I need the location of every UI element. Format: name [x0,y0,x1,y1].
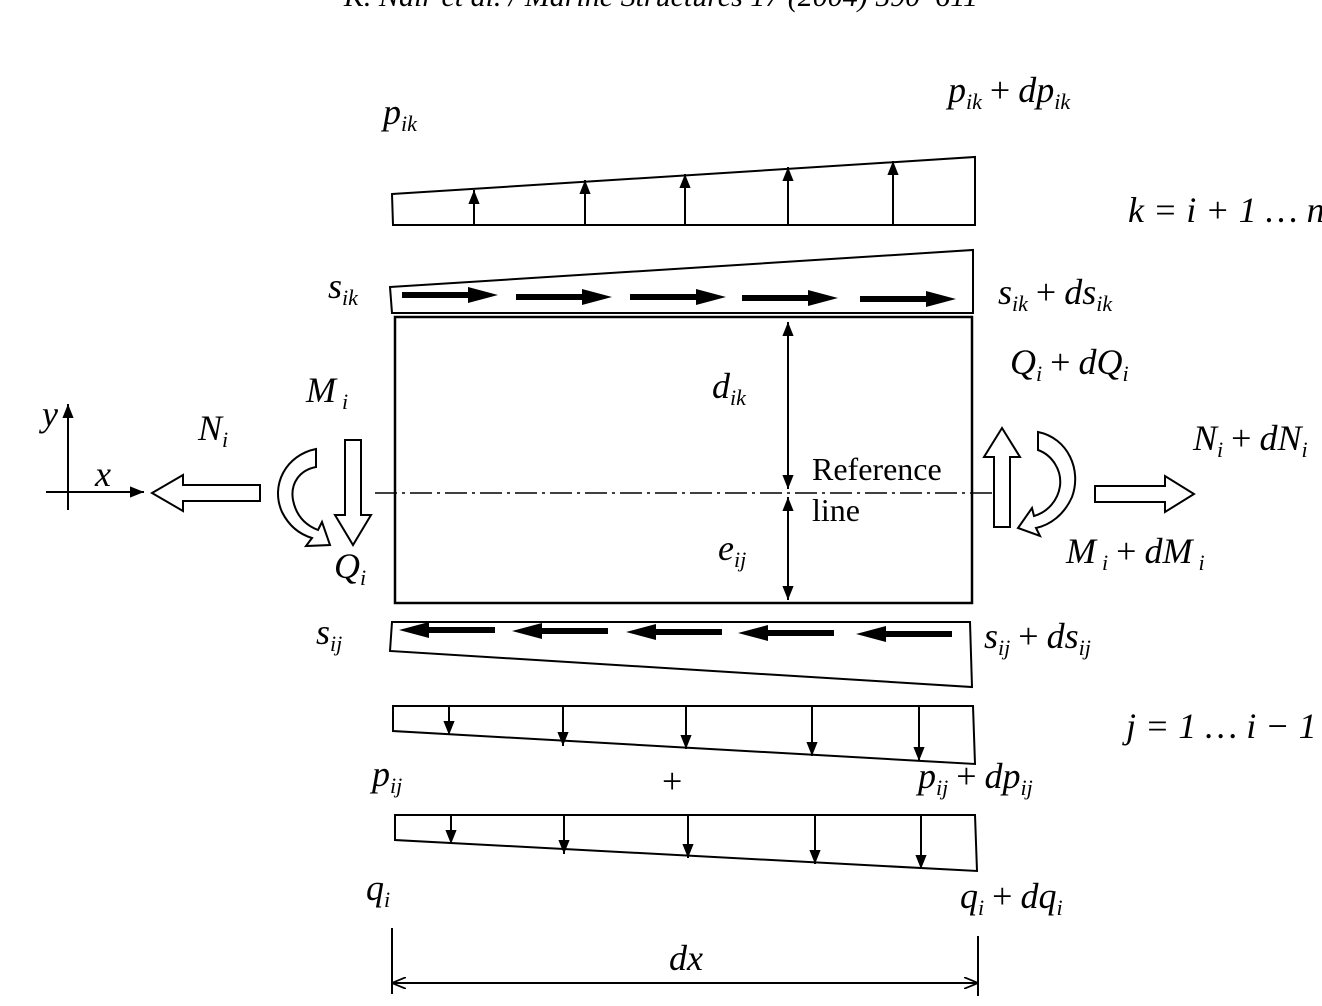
running-head: K. Nair et al. / Marine Structures 17 (2… [343,0,978,13]
s-ij-shear-arrows [399,622,952,642]
label-p-ik: pik [380,92,418,136]
label-n-plus: Ni+dNi [1192,418,1308,462]
label-k-range: k = i + 1 … n [1128,190,1322,230]
label-q-lower: qi [366,868,390,912]
dx-dimension [391,928,979,996]
axis-x-label: x [94,454,111,494]
label-j-range: j = 1 … i − 1 [1122,706,1317,746]
s-ij-shear-block [388,621,974,689]
label-d-ik: dik [712,366,747,410]
label-s-ik: sik [328,266,359,310]
label-p-ik-plus: pik+dpik [945,70,1071,114]
q-i-hollow-arrow [333,439,373,547]
axis-y-label: y [39,394,58,434]
label-q-plus: Qi+dQi [1010,342,1129,386]
q-i-load-block [394,814,979,873]
label-e-ij: eij [718,528,746,572]
label-reference-line: Reference [812,451,942,487]
s-ik-shear-arrows [402,287,956,307]
coordinate-axes [46,404,144,510]
label-p-ij: pij [369,754,402,798]
m-i-moment-arrow [277,447,332,548]
label-s-ij-plus: sij+dsij [984,616,1091,660]
label-q-i: Qi [334,546,366,590]
n-i-hollow-arrow [150,473,261,513]
p-ik-load-block [390,155,976,226]
label-s-ij: sij [316,612,342,656]
p-ij-load-arrows [443,706,925,761]
p-ij-load-block [392,705,977,766]
q-plus-hollow-arrow [982,426,1022,528]
m-plus-moment-arrow [1016,430,1077,538]
label-reference-line-2: line [812,492,860,528]
p-ik-load-arrows [468,161,899,225]
label-p-ij-plus: pij+dpij [915,756,1033,800]
label-q-lower-plus: qi+dqi [960,876,1063,920]
element-body [393,315,974,605]
s-ik-shear-block [388,248,974,314]
q-i-load-arrows [445,815,927,869]
n-plus-hollow-arrow [1094,474,1196,514]
label-n-i: Ni [197,408,228,452]
label-dx: dx [669,938,703,978]
label-s-ik-plus: sik+dsik [998,272,1113,316]
label-plus: + [662,761,682,801]
